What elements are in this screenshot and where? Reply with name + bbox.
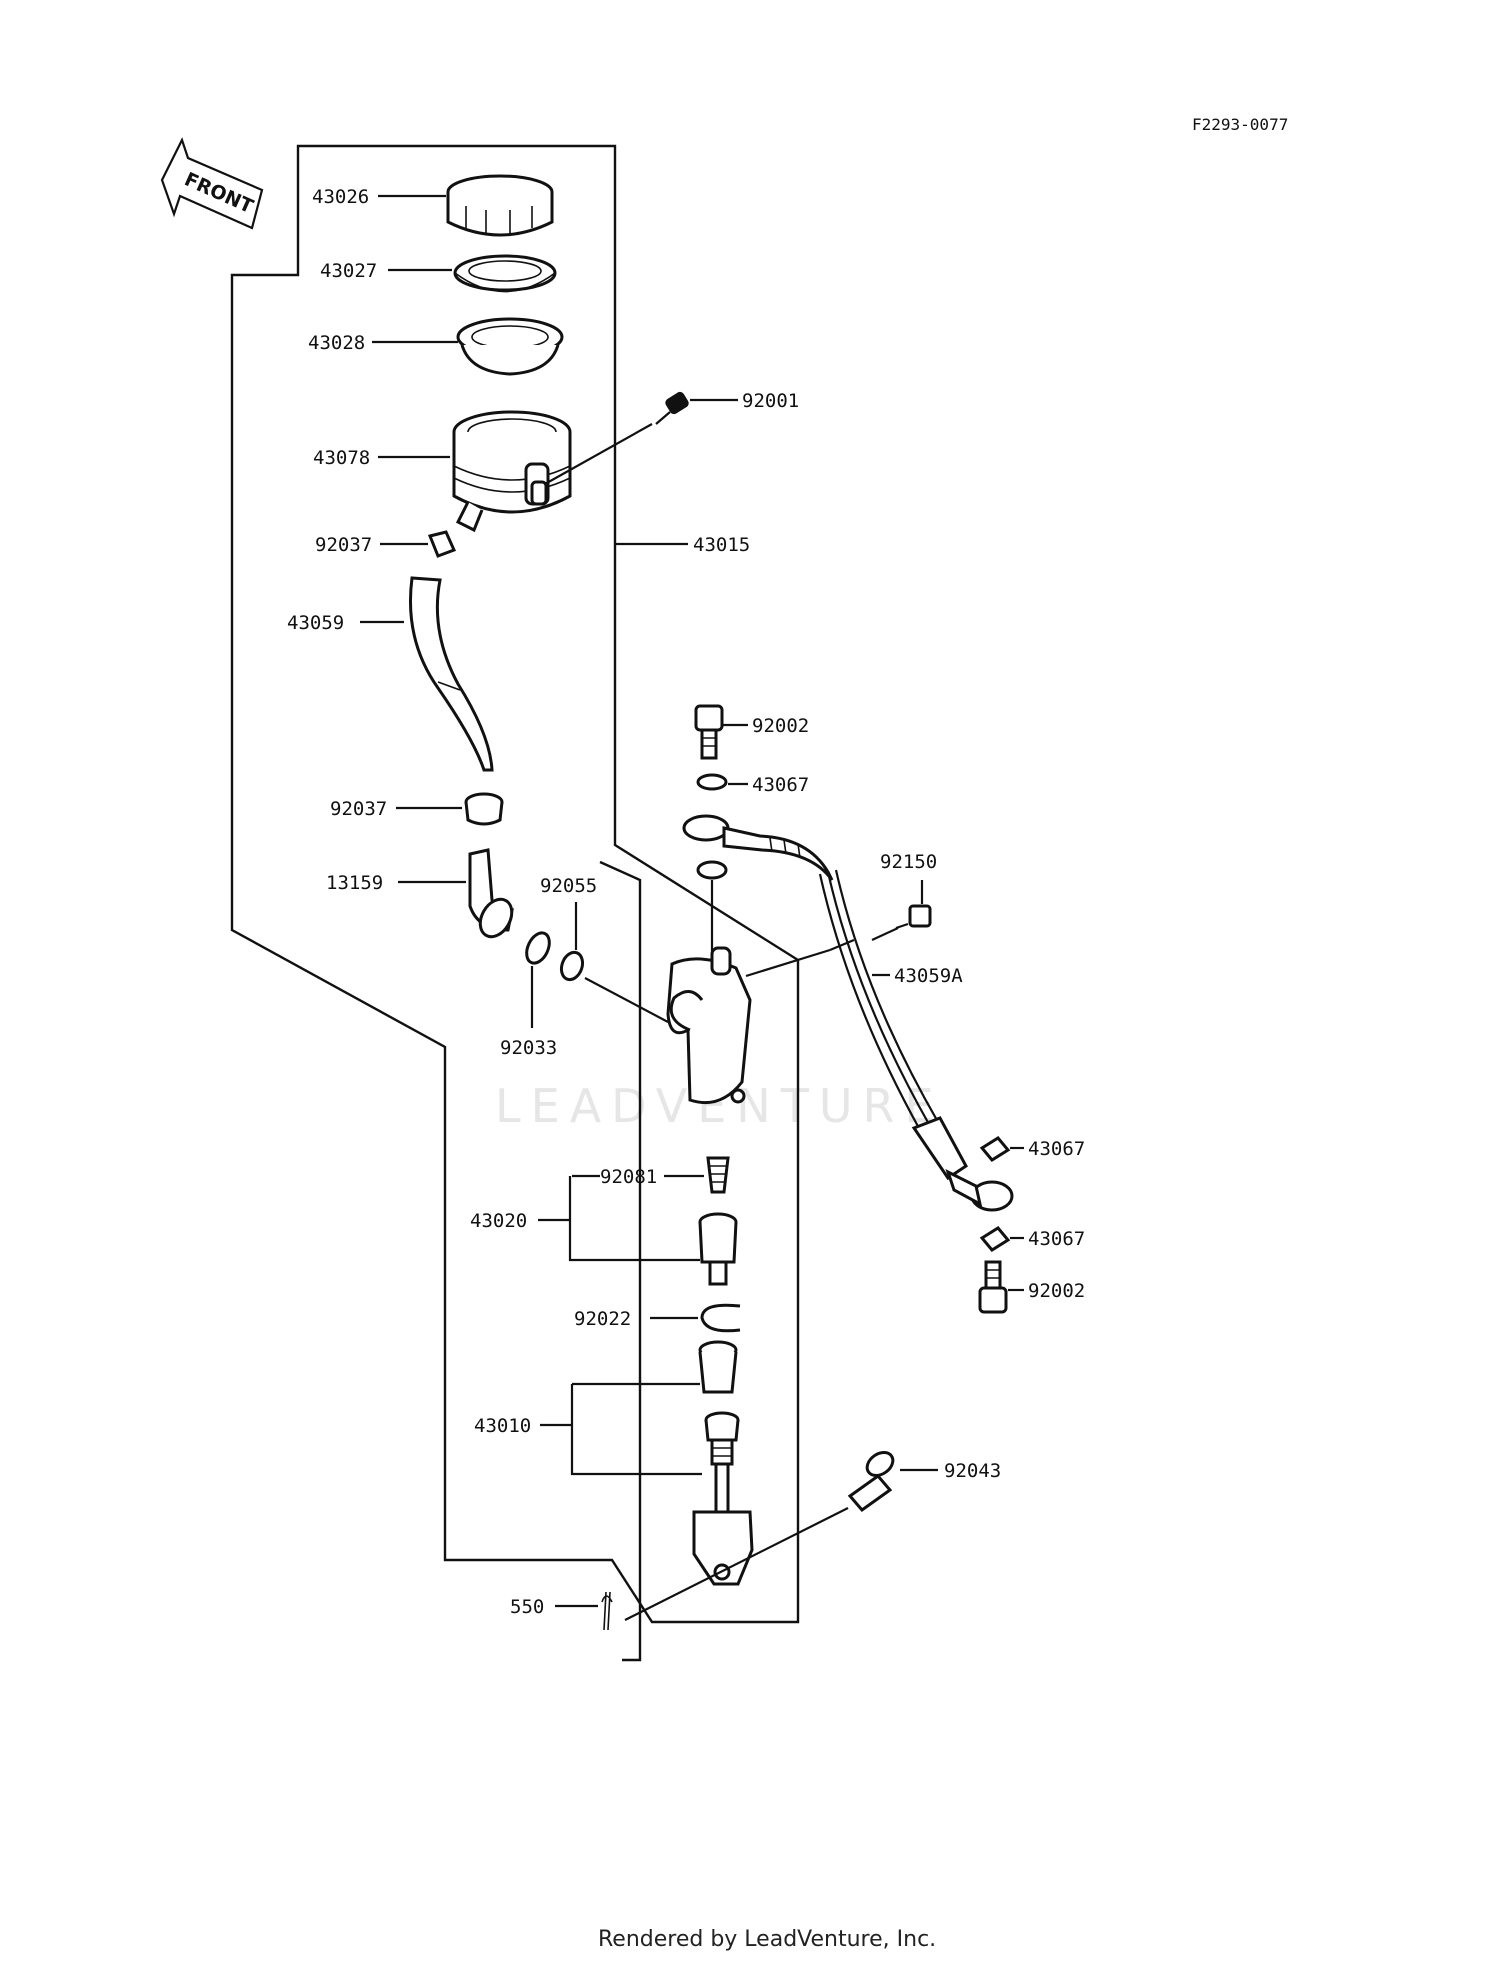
footer-credit: Rendered by LeadVenture, Inc. <box>598 1927 936 1952</box>
diaphragm-plate-43027 <box>453 254 557 293</box>
hose-fitting-13159 <box>468 848 514 939</box>
reservoir-body-43078 <box>452 410 572 533</box>
banjo-bolt-92002-lower <box>978 1260 1008 1314</box>
label-43028: 43028 <box>308 332 365 354</box>
bracket-43010 <box>570 1382 702 1476</box>
label-92022: 92022 <box>574 1308 631 1330</box>
label-92002-lower: 92002 <box>1028 1280 1085 1302</box>
label-92037-upper: 92037 <box>315 534 372 556</box>
assembly-boundary-inner <box>599 860 642 1662</box>
label-43015: 43015 <box>693 534 750 556</box>
label-13159: 13159 <box>326 872 383 894</box>
label-92002-upper: 92002 <box>752 715 809 737</box>
o-ring-92055 <box>559 950 585 982</box>
washer-43067-lower <box>979 1226 1011 1252</box>
label-43067-upper: 43067 <box>752 774 809 796</box>
cotter-pin-550 <box>601 1591 613 1631</box>
screw-92001 <box>655 391 689 425</box>
reservoir-hose-43059 <box>408 576 494 772</box>
washer-43067-upper <box>696 773 728 791</box>
circlip-92033 <box>525 931 551 965</box>
label-92043: 92043 <box>944 1460 1001 1482</box>
label-92055: 92055 <box>540 875 597 897</box>
label-92001: 92001 <box>742 390 799 412</box>
bolt-92150 <box>895 904 932 930</box>
master-cylinder-body <box>666 946 752 1105</box>
clevis-pin-92043 <box>847 1451 895 1513</box>
label-92081: 92081 <box>600 1166 657 1188</box>
push-rod-43010 <box>692 1411 754 1586</box>
snap-ring-92022 <box>700 1303 741 1333</box>
label-43078: 43078 <box>313 447 370 469</box>
label-550: 550 <box>510 1596 544 1618</box>
bracket-43020 <box>568 1174 700 1262</box>
label-43027: 43027 <box>320 260 377 282</box>
label-92033: 92033 <box>500 1037 557 1059</box>
front-label: FRONT <box>181 168 256 218</box>
label-43026: 43026 <box>312 186 369 208</box>
assembly-boundary-outer <box>230 144 800 1624</box>
label-92150: 92150 <box>880 851 937 873</box>
push-rod-boot-43010 <box>698 1340 738 1394</box>
front-arrow-icon: FRONT <box>160 137 264 230</box>
banjo-bolt-92002-upper <box>694 704 724 760</box>
label-43067-lower: 43067 <box>1028 1228 1085 1250</box>
hose-clamp-92037-lower <box>464 792 504 826</box>
washer-43067-middle <box>979 1136 1011 1162</box>
drawing-code: F2293-0077 <box>1192 115 1288 134</box>
piston-cup-43020 <box>698 1212 738 1286</box>
spring-92081 <box>706 1156 730 1194</box>
hose-clamp-92037-upper <box>427 530 457 558</box>
brake-hose-43059A <box>682 814 1014 1212</box>
label-43010: 43010 <box>474 1415 531 1437</box>
banjo-washer-lower-stack <box>696 860 728 954</box>
label-43067-middle: 43067 <box>1028 1138 1085 1160</box>
label-43059: 43059 <box>287 612 344 634</box>
diaphragm-43028 <box>456 317 564 376</box>
reservoir-cap-43026 <box>446 174 554 237</box>
label-43020: 43020 <box>470 1210 527 1232</box>
label-92037-lower: 92037 <box>330 798 387 820</box>
label-43059A: 43059A <box>894 965 963 987</box>
